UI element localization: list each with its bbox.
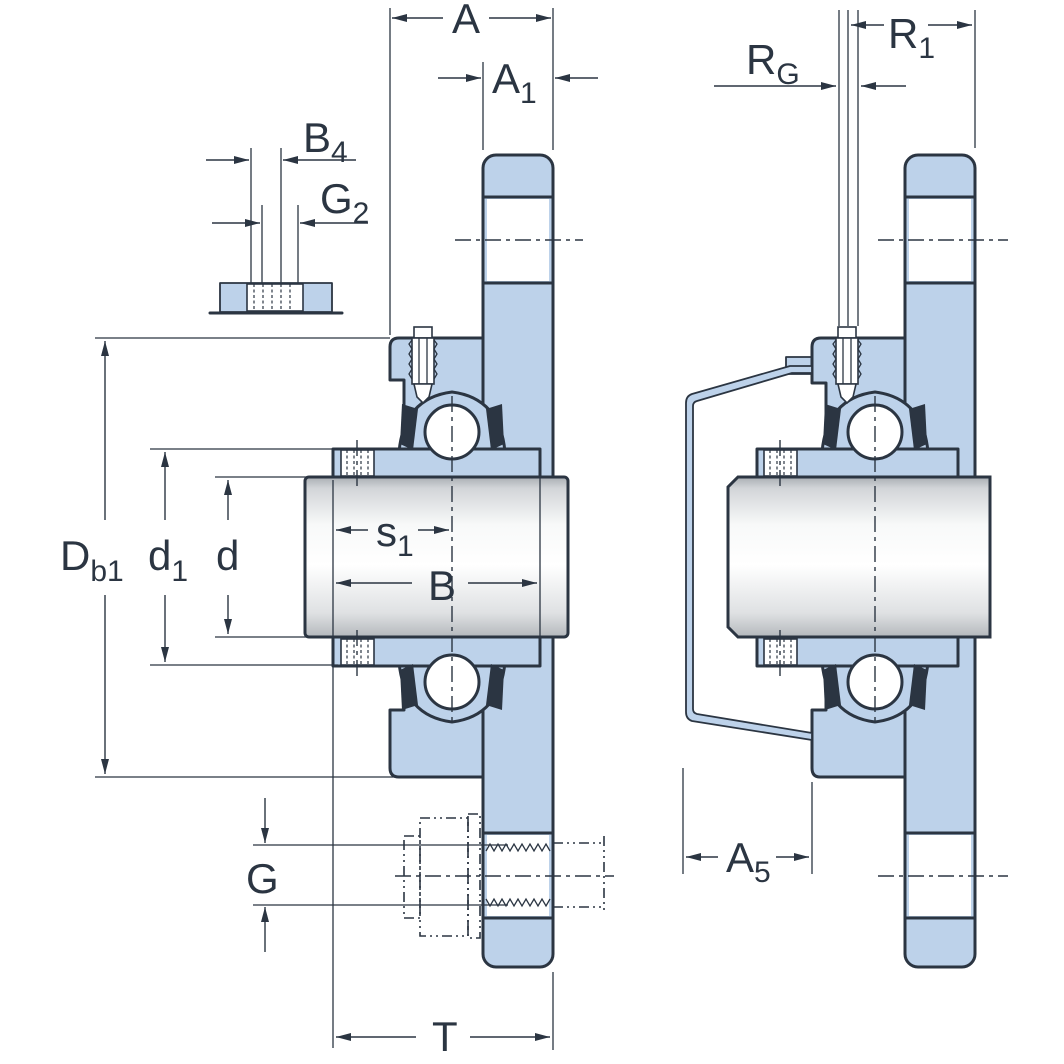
seal-upper-right-right-view — [909, 404, 927, 450]
set-screw-detail-part — [208, 282, 344, 315]
dim-label-A1: A1 — [492, 55, 537, 110]
dim-label-G2: G2 — [320, 175, 369, 230]
shaft-right-view — [726, 475, 992, 639]
dim-label-R1: R1 — [888, 10, 935, 65]
grease-fitting-left-view — [408, 326, 438, 405]
dim-label-s1: s1 — [376, 508, 414, 563]
left-view-bearing — [331, 326, 542, 724]
seal-lower-right — [486, 664, 504, 710]
dim-label-d1: d1 — [148, 532, 188, 588]
grease-fitting-right-view — [832, 326, 862, 405]
dimensions: A A1 B4 G2 Db1 d1 d — [60, 0, 976, 1060]
thread-profile-top — [485, 842, 551, 853]
dim-label-B4: B4 — [303, 114, 348, 169]
dim-label-B: B — [428, 562, 456, 609]
dim-label-d: d — [216, 532, 239, 579]
seal-lower-left-right-view — [823, 664, 841, 710]
dim-label-A5: A5 — [726, 834, 771, 889]
seal-lower-left — [400, 664, 418, 710]
hex-nut-outline — [419, 817, 469, 937]
dim-label-T: T — [432, 1013, 458, 1060]
dim-label-A: A — [452, 0, 480, 42]
thread-profile-bottom — [485, 897, 551, 908]
shaft-left-view — [303, 475, 570, 639]
centerlines — [356, 239, 1008, 877]
dim-label-G: G — [246, 855, 279, 902]
sheet-steel-cover — [685, 365, 813, 741]
seal-upper-left — [400, 404, 418, 450]
seal-upper-right — [486, 404, 504, 450]
dim-label-Db1: Db1 — [60, 532, 124, 588]
seal-lower-right-right-view — [909, 664, 927, 710]
dim-label-RG: RG — [746, 36, 800, 91]
seal-upper-left-right-view — [823, 404, 841, 450]
